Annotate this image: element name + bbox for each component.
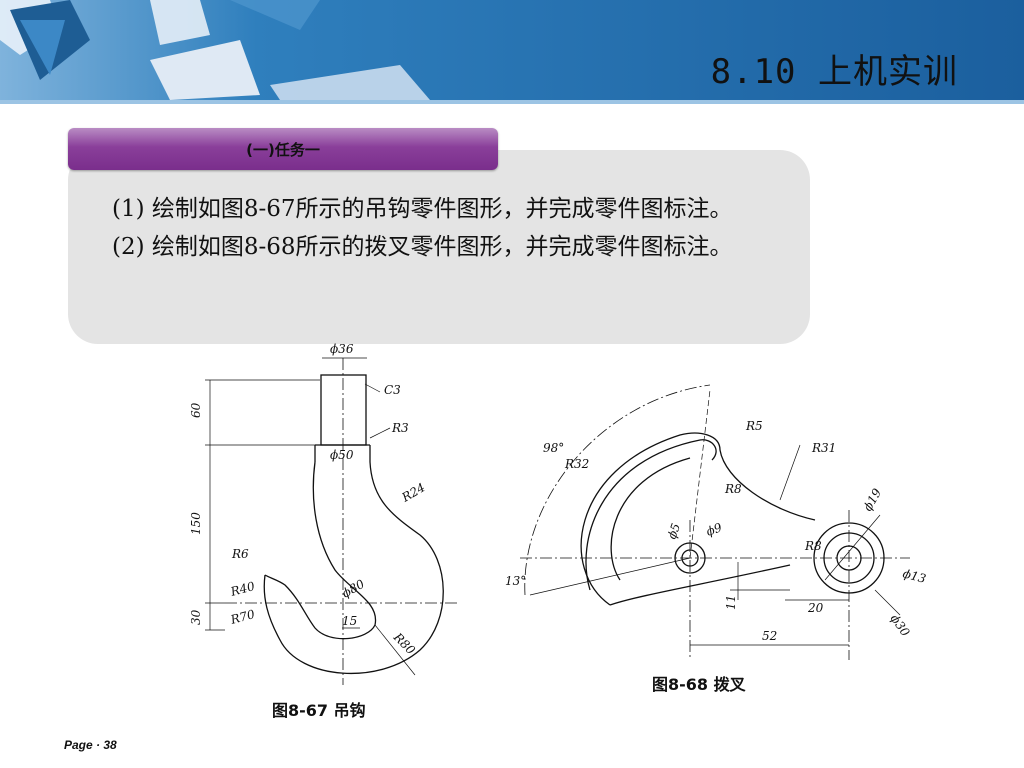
svg-text:R6: R6 bbox=[231, 547, 249, 561]
task-tab-label: (一)任务一 bbox=[246, 141, 320, 159]
hook-dimension-labels: ϕ36 C3 R3 60 ϕ50 R24 150 R6 ϕ80 R40 R70 … bbox=[189, 342, 428, 658]
svg-text:ϕ19: ϕ19 bbox=[860, 486, 884, 514]
svg-text:60: 60 bbox=[189, 402, 203, 418]
svg-text:R40: R40 bbox=[228, 579, 256, 599]
svg-text:ϕ30: ϕ30 bbox=[888, 612, 913, 640]
page-number: Page · 38 bbox=[64, 738, 117, 752]
svg-text:52: 52 bbox=[762, 629, 777, 643]
svg-text:15: 15 bbox=[342, 614, 357, 628]
caption-hook: 图8-67 吊钩 bbox=[272, 701, 366, 720]
svg-text:R8: R8 bbox=[724, 482, 742, 496]
fork-dimension-labels: 98° R5 R31 R32 R8 ϕ5 ϕ9 ϕ19 R8 13° ϕ13 1… bbox=[505, 419, 928, 643]
header-graphic bbox=[0, 0, 1024, 104]
svg-text:R80: R80 bbox=[390, 630, 418, 658]
header-banner: 8.10 上机实训 bbox=[0, 0, 1024, 104]
caption-fork: 图8-68 拨叉 bbox=[652, 675, 746, 694]
task-tab: (一)任务一 bbox=[68, 128, 498, 170]
task-content-box bbox=[68, 150, 810, 344]
svg-text:R3: R3 bbox=[391, 421, 409, 435]
svg-text:11: 11 bbox=[724, 595, 738, 610]
svg-text:30: 30 bbox=[189, 609, 203, 625]
task-item-2: (2) 绘制如图8-68所示的拨叉零件图形，并完成零件图标注。 bbox=[112, 234, 733, 260]
svg-text:13°: 13° bbox=[505, 574, 526, 588]
svg-text:R5: R5 bbox=[745, 419, 763, 433]
svg-text:ϕ5: ϕ5 bbox=[665, 521, 684, 541]
svg-text:ϕ50: ϕ50 bbox=[330, 448, 354, 462]
svg-text:R70: R70 bbox=[228, 607, 256, 627]
svg-text:98°: 98° bbox=[543, 441, 564, 455]
svg-text:R32: R32 bbox=[564, 457, 589, 471]
svg-text:C3: C3 bbox=[384, 383, 401, 397]
hook-drawing bbox=[205, 357, 460, 685]
fork-drawing bbox=[520, 384, 910, 660]
svg-text:ϕ13: ϕ13 bbox=[901, 566, 928, 586]
hook-shank bbox=[320, 374, 367, 446]
svg-text:20: 20 bbox=[807, 601, 824, 615]
task-text: (1) 绘制如图8-67所示的吊钩零件图形，并完成零件图标注。 (2) 绘制如图… bbox=[112, 190, 772, 266]
svg-text:150: 150 bbox=[189, 512, 203, 535]
technical-drawings: ϕ36 C3 R3 60 ϕ50 R24 150 R6 ϕ80 R40 R70 … bbox=[189, 342, 928, 685]
svg-text:R31: R31 bbox=[811, 441, 836, 455]
svg-text:ϕ9: ϕ9 bbox=[704, 520, 724, 539]
task-item-1: (1) 绘制如图8-67所示的吊钩零件图形，并完成零件图标注。 bbox=[112, 196, 733, 222]
svg-text:R24: R24 bbox=[399, 480, 428, 505]
slide-title: 8.10 上机实训 bbox=[710, 52, 958, 92]
svg-text:ϕ36: ϕ36 bbox=[330, 342, 354, 356]
svg-text:R8: R8 bbox=[804, 539, 822, 553]
